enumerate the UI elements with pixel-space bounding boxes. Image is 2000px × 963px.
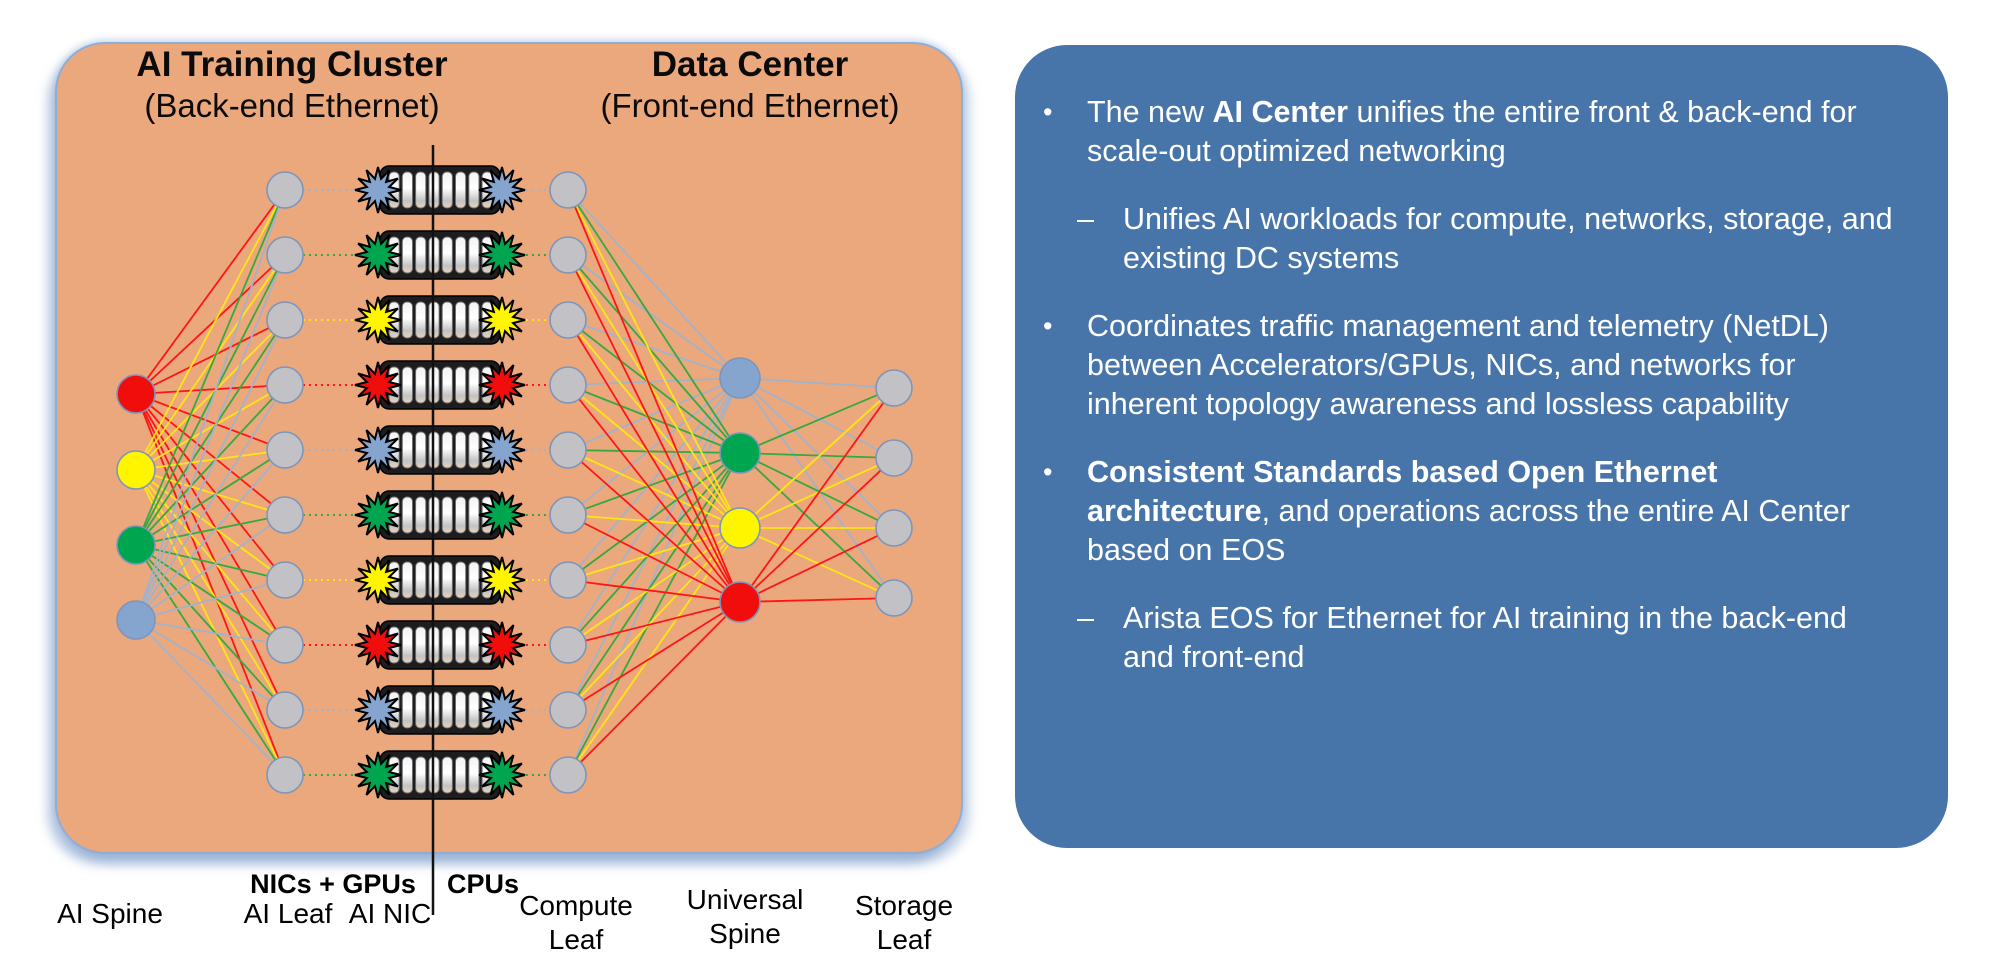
bullet-dash: – — [1077, 601, 1094, 635]
bullet-text: Consistent Standards based Open Ethernet… — [1087, 455, 1859, 567]
label-compute-leaf-line1: Compute — [519, 890, 633, 921]
label-universal-spine: Universal Spine — [687, 883, 804, 951]
back-end-title: AI Training Cluster (Back-end Ethernet) — [136, 44, 447, 126]
label-compute-leaf-line2: Leaf — [548, 924, 604, 955]
bullet-item: –Unifies AI workloads for compute, netwo… — [1077, 200, 1906, 278]
bullet-text: The new AI Center unifies the entire fro… — [1087, 95, 1874, 168]
label-storage-leaf-line2: Leaf — [876, 924, 932, 955]
front-end-title-line2: (Front-end Ethernet) — [600, 87, 900, 124]
bullet-item: • Consistent Standards based Open Etherne… — [1043, 453, 1906, 570]
label-storage-leaf: Storage Leaf — [855, 889, 953, 957]
back-end-title-line1: AI Training Cluster — [136, 45, 448, 84]
bullet-dot: • — [1043, 457, 1053, 487]
front-end-title: Data Center (Front-end Ethernet) — [601, 44, 900, 126]
ai-training-cluster-panel — [55, 42, 963, 854]
back-end-title-line2: (Back-end Ethernet) — [144, 87, 440, 124]
bullet-text: Arista EOS for Ethernet for AI training … — [1123, 601, 1856, 674]
label-ai-leaf: AI Leaf — [243, 898, 333, 929]
bullet-item: –Arista EOS for Ethernet for AI training… — [1077, 599, 1906, 677]
label-storage-leaf-line1: Storage — [854, 890, 954, 921]
bullet-item: • Coordinates traffic management and tele… — [1043, 307, 1906, 424]
label-cpus: CPUs — [446, 869, 520, 899]
bullet-item: • The new AI Center unifies the entire fr… — [1043, 93, 1906, 171]
label-universal-spine-line2: Spine — [709, 918, 781, 949]
bullet-dot: • — [1043, 97, 1053, 127]
label-universal-spine-line1: Universal — [686, 884, 804, 915]
front-end-title-line1: Data Center — [651, 45, 849, 84]
bullet-text: Unifies AI workloads for compute, networ… — [1123, 202, 1902, 275]
bullet-dot: • — [1043, 311, 1053, 341]
bullet-text: Coordinates traffic management and telem… — [1087, 309, 1838, 421]
ai-center-notes-panel: • The new AI Center unifies the entire fr… — [1015, 45, 1948, 848]
bullet-dash: – — [1077, 202, 1094, 236]
label-ai-nic: AI NIC — [348, 898, 432, 929]
label-ai-spine: AI Spine — [57, 898, 163, 929]
label-nics-gpus: NICs + GPUs — [250, 869, 416, 899]
label-compute-leaf: Compute Leaf — [519, 889, 633, 957]
